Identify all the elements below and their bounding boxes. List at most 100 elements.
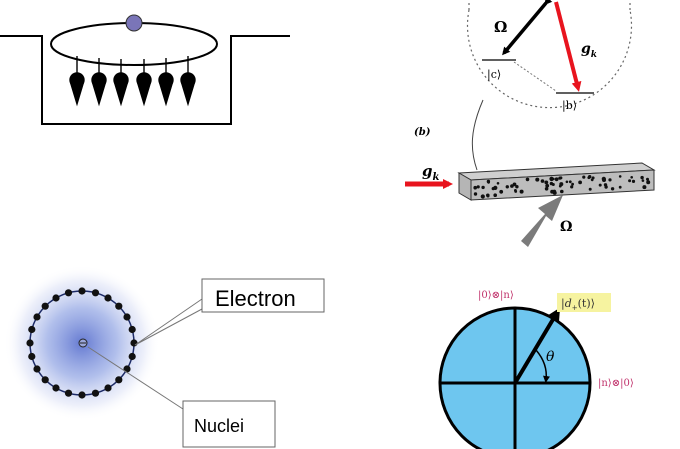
- trap-outline: [0, 35, 290, 125]
- nuclei-callout-pointer: [87, 346, 184, 410]
- electron-dot: [28, 352, 36, 361]
- ensemble-atom: [549, 176, 554, 181]
- electron-dot: [28, 325, 36, 334]
- nuclei-label: Nuclei: [194, 416, 244, 436]
- ket-top-label: |0⟩⊗|n⟩: [478, 290, 514, 301]
- bloch-disk-panel: θ |0⟩⊗|n⟩ |d+(t)⟩ |n⟩⊗|0⟩: [438, 290, 634, 449]
- ensemble-atom: [544, 187, 549, 191]
- ensemble-atom: [491, 187, 495, 191]
- electron-dot: [123, 313, 131, 321]
- ensemble-atom: [540, 179, 545, 183]
- ensemble-atom: [587, 176, 591, 180]
- electron-dot: [104, 294, 112, 302]
- c-b-dashed-link: [513, 61, 557, 92]
- ensemble-atom: [630, 176, 633, 179]
- ensemble-atom: [582, 175, 586, 179]
- electron-dot: [115, 302, 123, 310]
- ensemble-atom: [560, 189, 564, 194]
- electron-dot: [64, 289, 73, 297]
- gk-left-label: gk: [422, 162, 440, 183]
- omega-top-label: Ω: [494, 18, 507, 36]
- ensemble-atom: [608, 178, 612, 182]
- theta-arc: [535, 349, 550, 383]
- ensemble-atom: [571, 182, 574, 186]
- ensemble-atom: [628, 179, 632, 183]
- electron-dot: [26, 339, 34, 347]
- ensemble-atom: [514, 190, 518, 193]
- electron-callout-box: [201, 278, 325, 313]
- ket-vector-label: |d+(t)⟩: [561, 297, 595, 312]
- ensemble-atom: [545, 183, 550, 188]
- ensemble-atom: [487, 180, 490, 184]
- electron-dot: [130, 339, 138, 347]
- nuclei-callout-box: [182, 400, 276, 448]
- theta-label: θ: [546, 349, 555, 365]
- ensemble-atom: [473, 192, 478, 196]
- ensemble-atom: [641, 179, 645, 182]
- ensemble-atom: [602, 178, 606, 182]
- electron-ring: [26, 287, 138, 399]
- ensemble-atom: [618, 175, 622, 178]
- electron-dot: [33, 313, 41, 321]
- omega-bottom-label: Ω: [560, 219, 572, 235]
- atomic-ensemble: [473, 175, 651, 199]
- ensemble-atom: [512, 182, 517, 187]
- ensemble-atom: [549, 181, 554, 186]
- electron-dot: [41, 302, 49, 310]
- ensemble-atom: [499, 189, 504, 194]
- ensemble-atom: [558, 176, 562, 180]
- ensemble-atom: [535, 177, 540, 182]
- ensemble-atom: [559, 182, 564, 187]
- zoom-connector: [471, 99, 484, 171]
- ensemble-atom: [493, 193, 498, 197]
- ensemble-atom: [473, 185, 478, 190]
- ensemble-atom: [550, 189, 554, 194]
- atom-panel: Electron Nuclei: [4, 265, 325, 448]
- electron-label: Electron: [215, 286, 296, 311]
- ket-vector-highlight: [557, 293, 611, 312]
- ensemble-atom: [568, 180, 572, 184]
- ensemble-atom: [505, 185, 509, 189]
- ensemble-atom: [570, 185, 574, 189]
- electron-dot: [104, 384, 112, 392]
- ensemble-atom: [578, 180, 582, 185]
- level-scheme-panel: Ω gk |c⟩ |b⟩ (b) gk Ω: [405, 0, 656, 247]
- ensemble-atom: [591, 176, 595, 180]
- gk-coupling-arrow: [554, 1, 582, 92]
- ensemble-atom: [496, 182, 500, 185]
- ensemble-atom: [554, 177, 559, 182]
- electron-dot: [33, 365, 41, 373]
- ensemble-atom: [640, 175, 644, 180]
- ensemble-atom: [610, 187, 615, 191]
- ensemble-atom: [565, 180, 569, 184]
- electron-callout-pointer: [134, 298, 203, 346]
- ensemble-atom: [642, 185, 647, 190]
- gk-top-label: gk: [581, 41, 597, 60]
- ensemble-atom: [476, 185, 480, 189]
- electron-dot: [64, 389, 73, 397]
- state-c-label: |c⟩: [487, 68, 501, 82]
- electron-dot: [78, 287, 86, 295]
- suspended-atoms: [69, 56, 196, 107]
- ensemble-atom: [646, 177, 649, 181]
- ensemble-atom: [598, 183, 602, 187]
- electron-dot: [128, 352, 136, 361]
- ensemble-atom: [486, 194, 490, 198]
- electron-dot: [115, 376, 123, 384]
- electron-dot: [123, 365, 131, 373]
- electron-dot: [52, 294, 60, 302]
- ensemble-atom: [481, 185, 485, 190]
- electron-dot: [41, 376, 49, 384]
- ensemble-atom: [544, 180, 549, 185]
- ensemble-atom: [515, 185, 519, 189]
- electron-dot: [78, 391, 86, 399]
- orbiting-ion: [125, 14, 143, 32]
- ensemble-atom: [525, 177, 530, 182]
- electron-dot: [52, 384, 60, 392]
- ensemble-atom: [604, 185, 608, 189]
- omega-control-arrow: [521, 195, 563, 247]
- ensemble-atom: [480, 194, 485, 199]
- electron-dot: [91, 389, 100, 397]
